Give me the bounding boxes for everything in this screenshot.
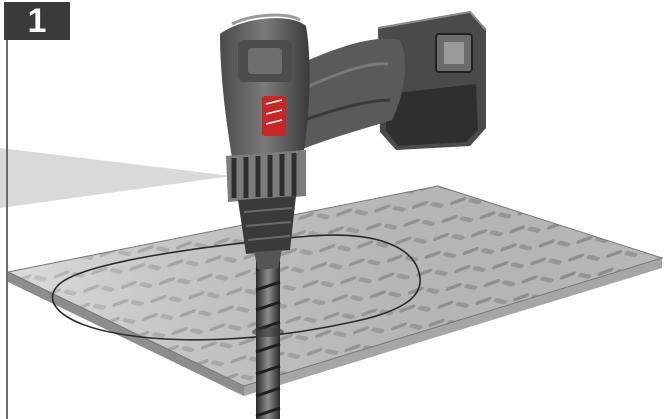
drill-handle	[286, 38, 406, 150]
step-number-badge: 1	[4, 2, 70, 40]
left-margin-rule	[6, 40, 8, 419]
clutch-ring	[226, 150, 306, 202]
drill-body	[220, 13, 310, 158]
cutout-outline	[51, 234, 421, 341]
drill-chuck	[238, 196, 296, 270]
callout-wedge	[0, 148, 232, 208]
diamond-plate-sheet	[7, 185, 664, 396]
brand-logo-icon	[262, 96, 286, 136]
drill-bit	[252, 252, 284, 419]
battery-pack	[377, 10, 487, 150]
